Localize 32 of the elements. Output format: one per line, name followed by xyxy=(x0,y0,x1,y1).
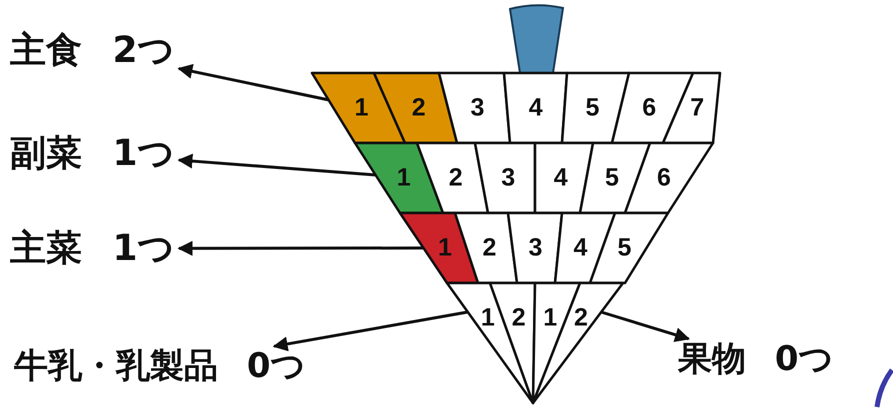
serving-label: 主菜 1つ xyxy=(10,228,175,270)
serving-label: 副菜 1つ xyxy=(10,133,175,174)
segment-number: 7 xyxy=(690,96,704,120)
segment-number: 4 xyxy=(554,166,568,190)
segment-number: 6 xyxy=(657,166,671,190)
segment-number: 1 xyxy=(396,166,411,190)
arrow xyxy=(177,64,330,102)
arrow xyxy=(600,310,690,342)
segment-number: 3 xyxy=(528,236,542,260)
segment-number: 2 xyxy=(512,306,526,330)
segment-number: 5 xyxy=(586,96,600,120)
segment-number: 1 xyxy=(354,96,368,120)
segment-number: 6 xyxy=(642,96,656,120)
serving-label: 牛乳・乳製品 0つ xyxy=(14,347,306,386)
segment-number: 1 xyxy=(543,306,558,330)
segment-number: 2 xyxy=(482,236,496,260)
segment-number: 4 xyxy=(528,96,543,120)
segment-number: 4 xyxy=(574,236,588,260)
segment-number: 1 xyxy=(480,306,495,330)
segment-number: 2 xyxy=(448,166,463,190)
arrow xyxy=(272,310,468,352)
serving-label: 主食 2つ xyxy=(10,30,175,72)
arrow xyxy=(178,240,423,256)
segment-number: 2 xyxy=(574,306,588,330)
segment-number: 1 xyxy=(438,236,452,260)
serving-label: 果物 0つ xyxy=(678,340,834,380)
arrow xyxy=(178,154,376,176)
segment-number: 3 xyxy=(470,96,484,120)
segment-number: 3 xyxy=(501,166,516,190)
segment-number: 2 xyxy=(412,96,426,120)
segment-number: 5 xyxy=(605,166,619,190)
segment-number: 5 xyxy=(618,236,632,260)
